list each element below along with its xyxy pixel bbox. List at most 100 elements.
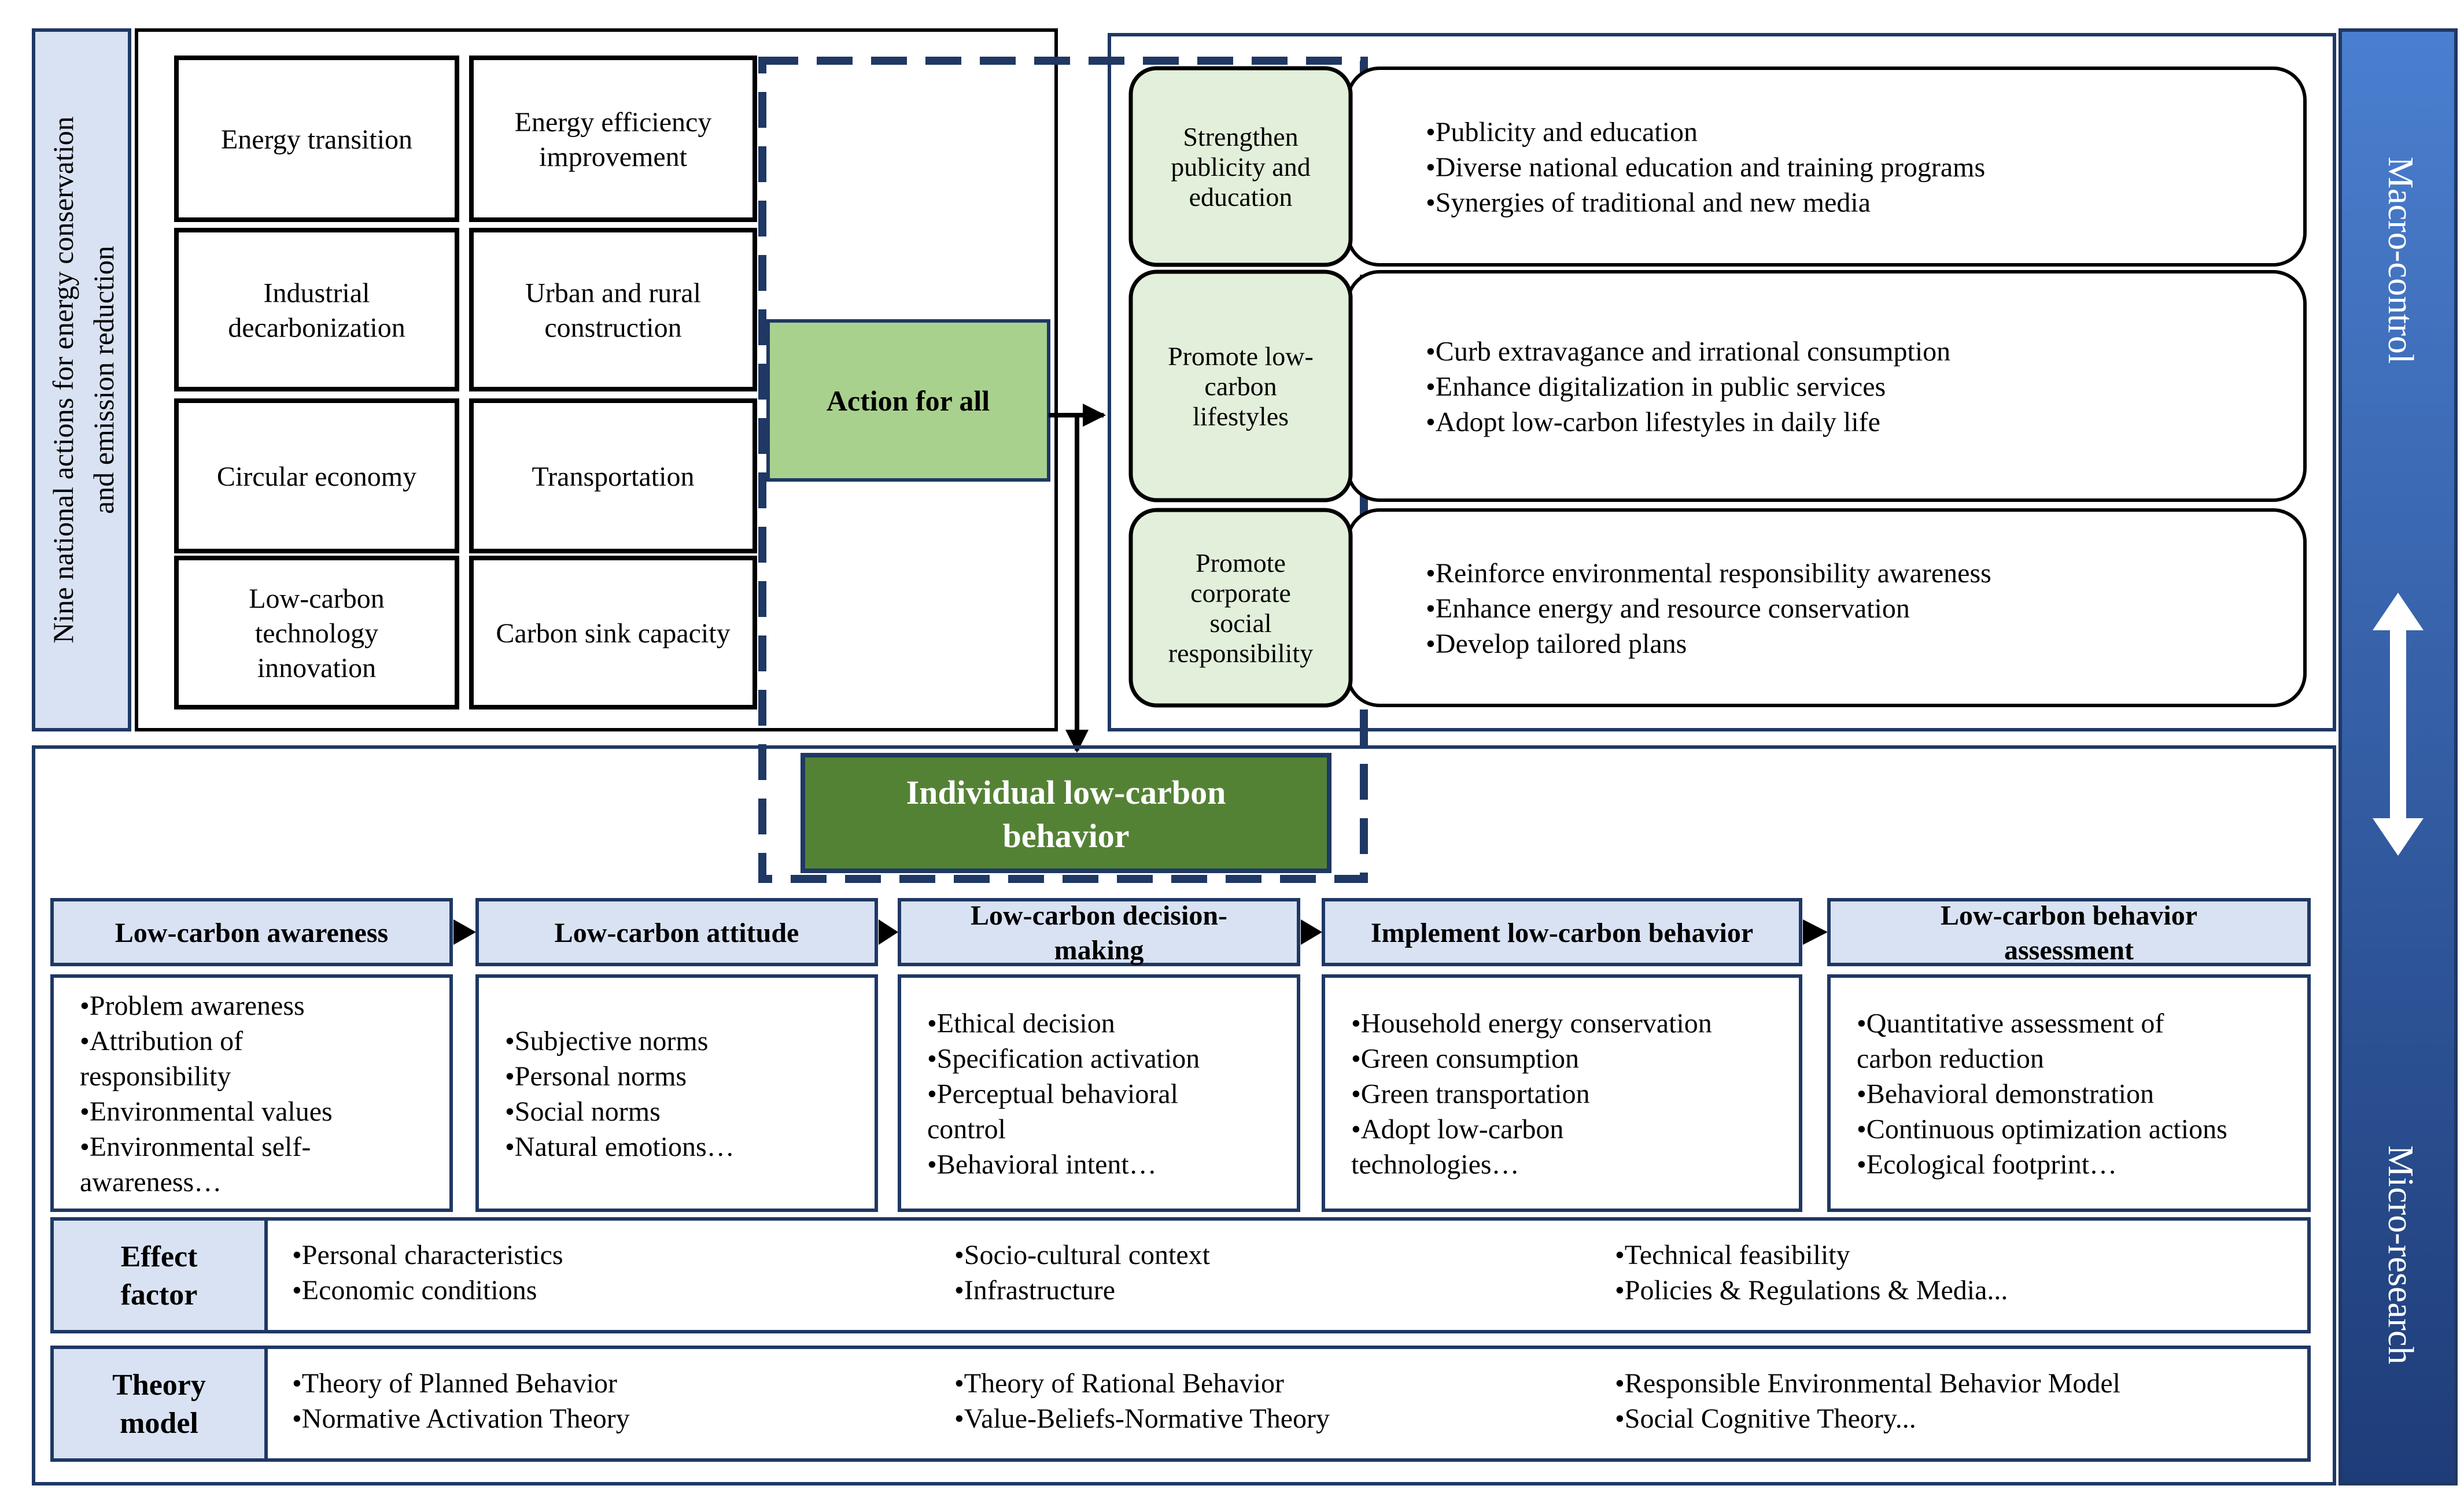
macro-row-title: publicity and xyxy=(1171,152,1310,182)
micro-panel xyxy=(32,745,2336,1485)
stage-item: •Green transportation xyxy=(1351,1079,1590,1110)
theory-model-item: •Value-Beliefs-Normative Theory xyxy=(954,1403,1330,1434)
stage-arrow-icon xyxy=(879,919,898,945)
connector-arrows xyxy=(1049,404,1106,753)
stage-item: •Adopt low-carbon xyxy=(1351,1114,1563,1145)
macro-row-bullet: •Adopt low-carbon lifestyles in daily li… xyxy=(1426,407,1880,438)
stage-item: •Perceptual behavioral xyxy=(927,1079,1178,1110)
stage-item: responsibility xyxy=(80,1061,231,1092)
individual-behavior-box: Individual low-carbon behavior xyxy=(801,753,1331,873)
macro-row-title: social xyxy=(1209,608,1271,638)
individual-behavior-line2: behavior xyxy=(1002,817,1129,855)
behavior-stages: Low-carbon awareness•Problem awareness•A… xyxy=(50,898,2311,1212)
action-for-all-box: Action for all xyxy=(766,319,1050,482)
stage-item: •Subjective norms xyxy=(505,1026,708,1056)
theory-model-label: Theory xyxy=(112,1369,206,1402)
macro-row-title: lifestyles xyxy=(1193,402,1289,431)
action-label: Energy efficiency xyxy=(515,107,712,138)
effect-factor-label: factor xyxy=(121,1278,198,1311)
stage-arrow-icon xyxy=(1803,919,1828,945)
stage-item: •Green consumption xyxy=(1351,1044,1579,1074)
stage-item: awareness… xyxy=(80,1167,222,1198)
action-label: innovation xyxy=(257,653,376,683)
stage-item: •Environmental values xyxy=(80,1096,333,1127)
micro-research-label: Micro-research xyxy=(2381,1145,2420,1365)
action-box: Circular economy xyxy=(174,398,459,553)
stage-item: •Behavioral intent… xyxy=(927,1150,1157,1180)
individual-behavior-line1: Individual low-carbon xyxy=(906,774,1226,811)
macro-row-bullet: •Develop tailored plans xyxy=(1426,629,1687,659)
side-label-panel: Nine national actions for energy conserv… xyxy=(32,28,131,731)
action-box: Low-carbon technology innovation xyxy=(174,556,459,709)
stage-item: •Environmental self- xyxy=(80,1132,311,1162)
theory-model-item: •Responsible Environmental Behavior Mode… xyxy=(1615,1368,2120,1399)
action-label: Urban and rural xyxy=(525,278,701,308)
stage-item: •Specification activation xyxy=(927,1044,1200,1074)
macro-row-bullet: •Enhance energy and resource conservatio… xyxy=(1426,593,1910,624)
action-label: improvement xyxy=(539,142,688,172)
stage-item: •Ecological footprint… xyxy=(1857,1150,2117,1180)
action-for-all-label: Action for all xyxy=(827,385,990,417)
stage: Low-carbon decision-making •Ethical decis… xyxy=(898,898,1322,1212)
stage-header: Low-carbon decision- xyxy=(971,900,1227,931)
macro-row-title: Promote xyxy=(1196,548,1286,578)
stage: Low-carbon attitude •Subjective norms •Per… xyxy=(475,898,898,1212)
theory-model-item: •Theory of Planned Behavior xyxy=(292,1368,617,1399)
theory-model-item: •Normative Activation Theory xyxy=(292,1403,630,1434)
macro-row-title: education xyxy=(1189,182,1293,212)
action-label: decarbonization xyxy=(228,312,405,343)
stage-item: technologies… xyxy=(1351,1150,1519,1180)
stage-header: making xyxy=(1054,935,1144,966)
action-box: Transportation xyxy=(469,398,757,553)
stage-item: •Attribution of xyxy=(80,1026,243,1056)
macro-row-title: Strengthen xyxy=(1183,122,1298,151)
right-scale-bar: Macro-control Micro-research xyxy=(2338,28,2458,1485)
stage-arrow-icon xyxy=(453,919,476,945)
stage-item: control xyxy=(927,1114,1006,1145)
effect-factor-item: •Socio-cultural context xyxy=(954,1240,1211,1270)
stage-header: Low-carbon attitude xyxy=(555,918,799,948)
stage-item: carbon reduction xyxy=(1857,1044,2044,1074)
action-label: Low-carbon xyxy=(249,583,385,614)
stage-item: •Problem awareness xyxy=(80,991,305,1021)
macro-row-bullet: •Enhance digitalization in public servic… xyxy=(1426,372,1886,402)
double-arrow-icon xyxy=(2373,593,2424,856)
action-label: Industrial xyxy=(264,278,370,308)
action-box: Energy transition xyxy=(174,56,459,222)
stage-header: Implement low-carbon behavior xyxy=(1371,918,1753,948)
stage-item: •Behavioral demonstration xyxy=(1857,1079,2154,1110)
effect-factor-item: •Policies & Regulations & Media... xyxy=(1615,1275,2008,1306)
stage: Low-carbon behaviorassessment•Quantitati… xyxy=(1827,898,2311,1212)
stage-item: •Household energy conservation xyxy=(1351,1008,1712,1039)
stage-item: •Ethical decision xyxy=(927,1008,1115,1039)
macro-row-bullet: •Reinforce environmental responsibility … xyxy=(1426,558,1991,589)
macro-row-bullet: •Curb extravagance and irrational consum… xyxy=(1426,337,1950,367)
macro-row-bullet: •Publicity and education xyxy=(1426,117,1698,147)
action-box: Energy efficiency improvement xyxy=(469,56,757,222)
effect-factor-item: •Economic conditions xyxy=(292,1275,537,1306)
side-label-line2: and emission reduction xyxy=(87,246,120,514)
side-label-line1: Nine national actions for energy conserv… xyxy=(47,116,79,643)
theory-model-label: model xyxy=(120,1407,198,1440)
stage-item: •Personal norms xyxy=(505,1061,687,1092)
macro-row-bullet: •Synergies of traditional and new media xyxy=(1426,187,1871,218)
stage-item: •Natural emotions… xyxy=(505,1132,735,1162)
national-actions-panel: Energy transition Energy efficiency improv… xyxy=(135,28,1058,731)
stage: Implement low-carbon behavior •Household … xyxy=(1322,898,1828,1212)
macro-row-title: responsibility xyxy=(1168,638,1313,668)
action-label: construction xyxy=(544,312,681,343)
stage: Low-carbon awareness•Problem awareness•A… xyxy=(50,898,476,1212)
macro-row-bullet: •Diverse national education and training… xyxy=(1426,152,1985,183)
action-label: technology xyxy=(255,618,378,649)
stage-header: assessment xyxy=(2004,935,2134,966)
theory-model-item: •Social Cognitive Theory... xyxy=(1615,1403,1916,1434)
action-label: Circular economy xyxy=(217,461,416,492)
action-box: Urban and rural construction xyxy=(469,228,757,391)
effect-factor-item: •Personal characteristics xyxy=(292,1240,563,1270)
